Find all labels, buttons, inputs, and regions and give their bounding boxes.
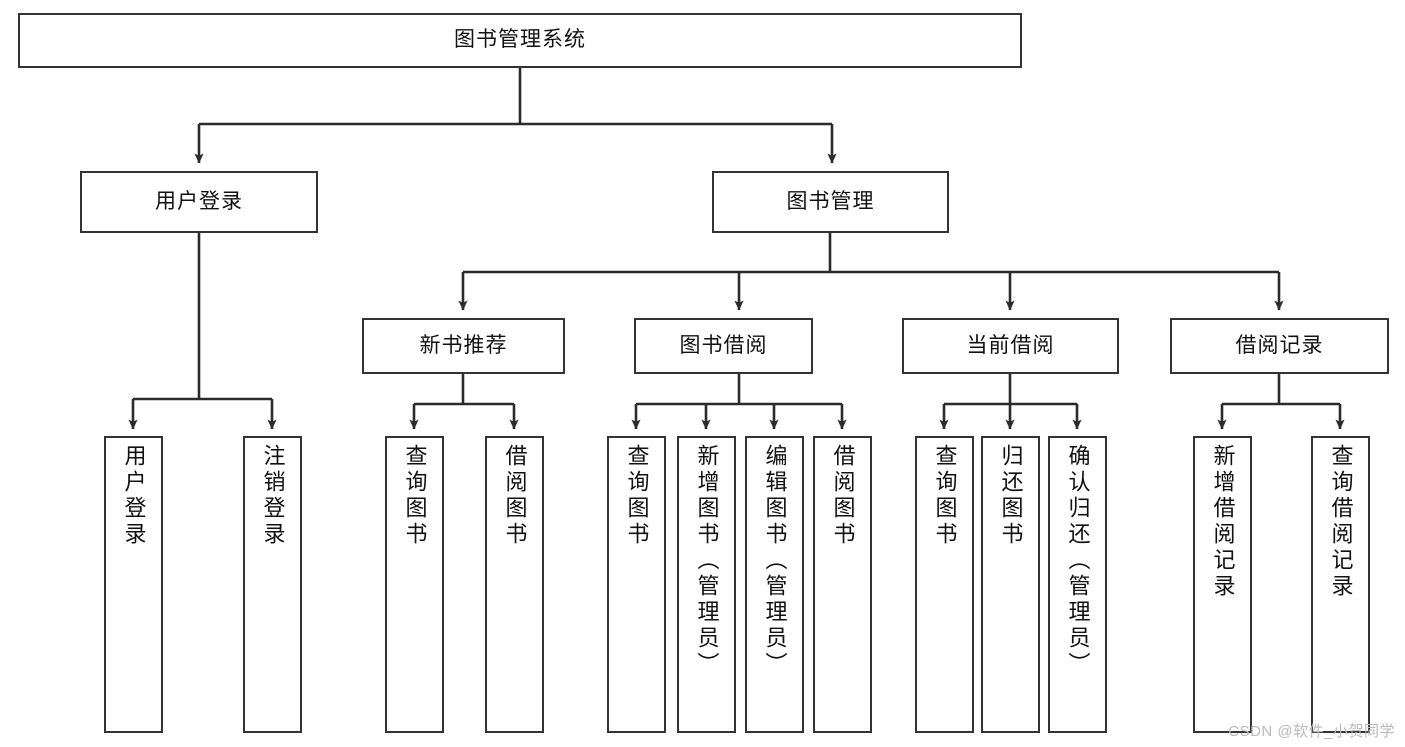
leaf-borrow-book-recommend[interactable]: 借阅图书 bbox=[485, 436, 544, 733]
node-label: 查询图书 bbox=[624, 444, 650, 548]
leaf-user-login[interactable]: 用户登录 bbox=[104, 436, 163, 733]
leaf-add-book-admin[interactable]: 新增图书（管理员） bbox=[677, 436, 736, 733]
leaf-query-book-current[interactable]: 查询图书 bbox=[915, 436, 974, 733]
node-root-book-management-system[interactable]: 图书管理系统 bbox=[18, 13, 1022, 68]
node-book-management[interactable]: 图书管理 bbox=[712, 171, 949, 233]
watermark: CSDN @软件_小贺同学 bbox=[1228, 723, 1395, 740]
node-label: 编辑图书（管理员） bbox=[762, 444, 788, 678]
node-label: 确认归还（管理员） bbox=[1065, 444, 1091, 678]
leaf-borrow-book[interactable]: 借阅图书 bbox=[813, 436, 872, 733]
node-label: 用户登录 bbox=[155, 189, 243, 213]
leaf-logout[interactable]: 注销登录 bbox=[243, 436, 302, 733]
node-current-borrow[interactable]: 当前借阅 bbox=[902, 318, 1119, 374]
node-label: 查询图书 bbox=[932, 444, 958, 548]
node-label: 新增借阅记录 bbox=[1210, 444, 1236, 600]
node-label: 图书借阅 bbox=[679, 333, 768, 357]
node-label: 借阅图书 bbox=[830, 444, 856, 548]
node-label: 归还图书 bbox=[998, 444, 1024, 548]
leaf-query-book-recommend[interactable]: 查询图书 bbox=[385, 436, 444, 733]
node-label: 借阅图书 bbox=[502, 444, 528, 548]
node-label: 图书管理系统 bbox=[454, 28, 586, 52]
node-user-login[interactable]: 用户登录 bbox=[80, 171, 318, 233]
leaf-query-borrow-record[interactable]: 查询借阅记录 bbox=[1311, 436, 1370, 733]
node-label: 查询图书 bbox=[402, 444, 428, 548]
node-book-borrow[interactable]: 图书借阅 bbox=[634, 318, 813, 374]
node-label: 注销登录 bbox=[260, 444, 286, 548]
leaf-edit-book-admin[interactable]: 编辑图书（管理员） bbox=[745, 436, 804, 733]
leaf-add-borrow-record[interactable]: 新增借阅记录 bbox=[1193, 436, 1252, 733]
leaf-return-book[interactable]: 归还图书 bbox=[981, 436, 1040, 733]
node-label: 用户登录 bbox=[121, 444, 147, 548]
node-label: 图书管理 bbox=[786, 189, 875, 213]
node-new-book-recommend[interactable]: 新书推荐 bbox=[362, 318, 565, 374]
node-label: 借阅记录 bbox=[1235, 333, 1324, 357]
node-label: 新增图书（管理员） bbox=[694, 444, 720, 678]
node-label: 查询借阅记录 bbox=[1328, 444, 1354, 600]
node-borrow-records[interactable]: 借阅记录 bbox=[1170, 318, 1389, 374]
node-label: 当前借阅 bbox=[966, 333, 1055, 357]
node-label: 新书推荐 bbox=[419, 333, 508, 357]
leaf-query-book-borrow[interactable]: 查询图书 bbox=[607, 436, 666, 733]
leaf-confirm-return-admin[interactable]: 确认归还（管理员） bbox=[1048, 436, 1107, 733]
